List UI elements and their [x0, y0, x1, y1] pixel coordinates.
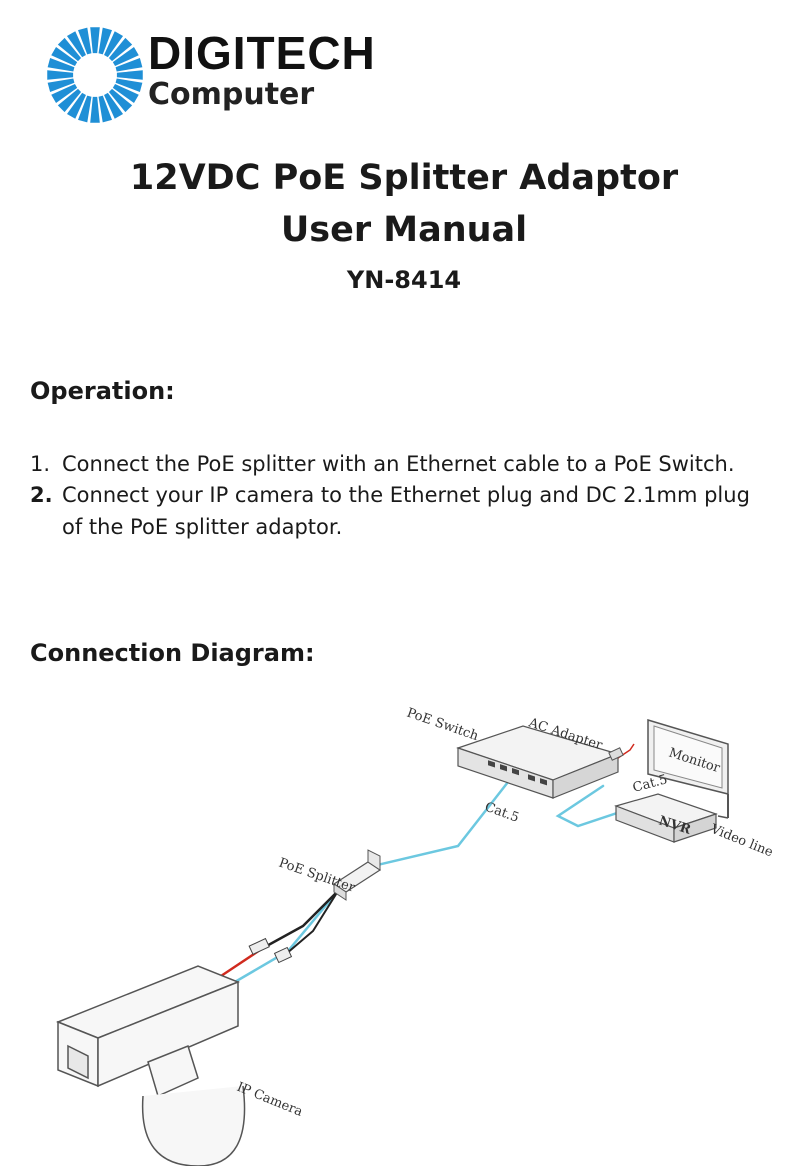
label-cat5-a: Cat.5 [483, 800, 521, 826]
sunburst-ray [47, 58, 75, 72]
label-cat5-b: Cat.5 [631, 772, 669, 796]
sunburst-ray [108, 37, 133, 62]
sunburst-ray [66, 92, 86, 119]
power-cable-black-2 [285, 890, 339, 955]
logo-sub-text: Computer [148, 77, 315, 112]
ethernet-plug-icon [273, 946, 293, 964]
sunburst-ray [51, 46, 78, 66]
sunburst-ray [116, 70, 143, 80]
ip-camera-icon [55, 965, 246, 1166]
sunburst-ray [57, 37, 82, 62]
operation-step-1: 1. Connect the PoE splitter with an Ether… [30, 448, 790, 480]
step-text-continued: of the PoE splitter adaptor. [62, 515, 343, 539]
step-number: 1. [30, 452, 51, 476]
poe-switch-icon [456, 725, 620, 799]
video-line-cable [717, 815, 729, 819]
power-cable-black [262, 890, 339, 950]
operation-heading: Operation: [30, 377, 175, 405]
step-text: Connect the PoE splitter with an Etherne… [62, 452, 735, 476]
poe-splitter-icon [332, 849, 382, 901]
label-video-line: Video line [708, 821, 776, 860]
sunburst-ray [57, 88, 82, 113]
sunburst-ray [51, 84, 78, 104]
sunburst-ray [104, 31, 124, 58]
monitor-icon [647, 718, 729, 818]
ac-adapter-plug-icon [608, 747, 624, 761]
cat5-cable-switch-to-splitter [371, 780, 510, 868]
document-subtitle: User Manual [280, 210, 528, 250]
sunburst-ray [90, 27, 100, 54]
step-text: Connect your IP camera to the Ethernet p… [62, 483, 750, 507]
logo-brand-text: DIGITECH [148, 27, 376, 79]
sunburst-ray [112, 84, 139, 104]
sunburst-ray [78, 27, 92, 55]
model-number: YN-8414 [346, 266, 462, 294]
cat5-cable-splitter-to-camera [226, 889, 340, 988]
sunburst-ray [104, 92, 124, 119]
sunburst-ray [98, 27, 112, 55]
nvr-icon [614, 793, 718, 843]
connection-diagram: PoE Switch AC Adapter Monitor Cat.5 Cat.… [55, 706, 776, 1166]
sunburst-ray [115, 78, 143, 92]
sunburst-ray [98, 95, 112, 123]
document-title: 12VDC PoE Splitter Adaptor [129, 158, 679, 198]
operation-step-2: 2. Connect your IP camera to the Ethernet… [30, 479, 790, 543]
sunburst-ray [108, 88, 133, 113]
label-poe-splitter: PoE Splitter [277, 856, 358, 896]
sunburst-ray [90, 96, 100, 123]
sunburst-logo-icon [47, 27, 143, 123]
sunburst-ray [47, 78, 75, 92]
sunburst-ray [78, 95, 92, 123]
connection-diagram-heading: Connection Diagram: [30, 639, 315, 667]
cat5-cable-switch-to-nvr [555, 784, 640, 828]
logo: DIGITECH Computer [44, 24, 444, 124]
sunburst-ray [112, 46, 139, 66]
step-number: 2. [30, 483, 53, 507]
label-poe-switch: PoE Switch [405, 706, 481, 745]
sunburst-ray [47, 70, 74, 80]
sunburst-ray [115, 58, 143, 72]
dc-plug-icon [248, 937, 270, 955]
sunburst-ray [66, 31, 86, 58]
